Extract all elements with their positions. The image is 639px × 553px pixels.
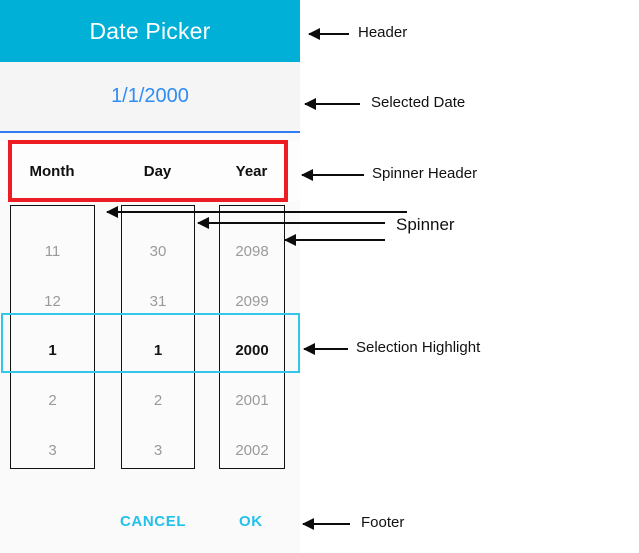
spinner-header-year: Year (235, 162, 268, 180)
callout-label-selected-date: Selected Date (371, 94, 466, 111)
dialog-title: Date Picker (89, 17, 211, 44)
cancel-button[interactable]: CANCEL (114, 509, 192, 534)
callout-label-spinner: Spinner (396, 215, 455, 234)
spinner-day-item[interactable]: 3 (153, 441, 163, 459)
callout-arrow-header (308, 28, 349, 40)
selected-date-underline (0, 131, 300, 133)
spinner-month-item[interactable]: 3 (48, 441, 57, 459)
callout-arrow-spinner-header (301, 169, 364, 181)
spinner-day[interactable]: 30 31 1 2 3 (121, 205, 195, 469)
spinner-year-item[interactable]: 2098 (235, 242, 269, 260)
callout-label-footer: Footer (361, 514, 405, 531)
spinner-day-item[interactable]: 2 (153, 391, 163, 409)
spinner-year-item[interactable]: 2002 (235, 441, 269, 459)
callout-arrow-spinner-month (106, 206, 407, 218)
spinner-year[interactable]: 2098 2099 2000 2001 2002 (219, 205, 285, 469)
spinner-month-item[interactable]: 2 (48, 391, 57, 409)
spinner-header-month: Month (29, 162, 75, 180)
spinner-day-item[interactable]: 31 (149, 292, 167, 310)
spinner-year-item[interactable]: 2001 (235, 391, 269, 409)
callout-arrow-selection-highlight (303, 343, 348, 355)
callout-arrow-spinner-year (284, 234, 385, 246)
callout-arrow-spinner-day (197, 217, 385, 229)
date-picker-dialog: Date Picker 1/1/2000 Month Day Year 11 1… (0, 0, 300, 553)
spinner-month[interactable]: 11 12 1 2 3 (10, 205, 95, 469)
spinner-year-item[interactable]: 2099 (235, 292, 269, 310)
spinner-header-day: Day (143, 162, 172, 180)
dialog-header: Date Picker (0, 0, 300, 62)
selected-date-band[interactable]: 1/1/2000 (0, 62, 300, 131)
selected-date-value: 1/1/2000 (111, 85, 189, 107)
spinner-header-row: Month Day Year (0, 141, 300, 201)
spinner-year-item-selected[interactable]: 2000 (235, 341, 269, 359)
callout-arrow-footer (302, 518, 350, 530)
dialog-footer: CANCEL OK (0, 495, 300, 553)
callout-arrow-selected-date (304, 98, 360, 110)
callout-label-spinner-header: Spinner Header (372, 165, 478, 182)
callout-label-selection-highlight: Selection Highlight (356, 339, 481, 356)
spinner-day-item[interactable]: 30 (149, 242, 167, 260)
spinner-day-item-selected[interactable]: 1 (153, 341, 163, 359)
ok-button[interactable]: OK (233, 509, 269, 534)
callout-label-header: Header (358, 24, 408, 41)
spinner-month-item[interactable]: 12 (44, 292, 61, 310)
spinner-month-item[interactable]: 11 (44, 242, 61, 260)
spinner-month-item-selected[interactable]: 1 (48, 341, 57, 359)
